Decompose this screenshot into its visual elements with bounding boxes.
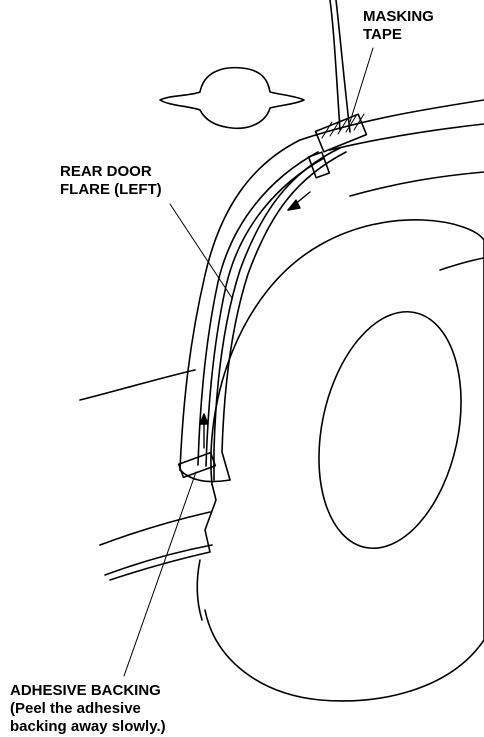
flare-bottom — [179, 469, 231, 483]
label-line: backing away slowly.) — [10, 718, 166, 735]
leader-line-flare — [169, 203, 233, 299]
label-line: (Peel the adhesive — [10, 700, 141, 717]
adhesive-strip — [205, 157, 325, 467]
label-line: TAPE — [363, 26, 402, 43]
label-line: REAR DOOR — [60, 163, 152, 180]
body-contour-line — [349, 171, 484, 197]
wheel-rim — [318, 310, 462, 550]
leader-line-adhesive — [123, 471, 197, 677]
adhesive-backing-label: ADHESIVE BACKING (Peel the adhesive back… — [10, 682, 166, 736]
rocker-line — [109, 483, 217, 581]
body-contour-line — [299, 99, 484, 141]
masking-tape-piece — [314, 113, 368, 153]
label-line: FLARE (LEFT) — [60, 181, 162, 198]
fuel-door-outline — [159, 66, 305, 130]
label-line: ADHESIVE BACKING — [10, 682, 161, 699]
masking-tape-label: MASKING TAPE — [363, 8, 434, 44]
flare-outer-edge — [179, 139, 301, 471]
tape-tab — [177, 451, 217, 479]
label-line: MASKING — [363, 8, 434, 25]
body-contour-line — [99, 511, 211, 546]
body-contour-line — [104, 544, 213, 576]
rocker-line — [196, 559, 203, 621]
pillar-line — [335, 0, 351, 133]
tire-inner-arc — [439, 257, 484, 271]
rear-door-flare-label: REAR DOOR FLARE (LEFT) — [60, 163, 162, 199]
tape-tab — [307, 151, 331, 179]
masking-tape-hatch — [321, 113, 365, 139]
tire-outline — [204, 219, 484, 702]
flare-inner-edge — [221, 151, 347, 481]
pillar-line — [329, 0, 341, 131]
leader-line-masking-tape — [349, 47, 374, 123]
body-contour-line — [79, 369, 196, 401]
peel-direction-arrow — [199, 413, 209, 449]
peel-direction-arrow — [287, 191, 311, 211]
body-contour-line — [329, 123, 484, 151]
adhesive-strip — [197, 151, 319, 466]
